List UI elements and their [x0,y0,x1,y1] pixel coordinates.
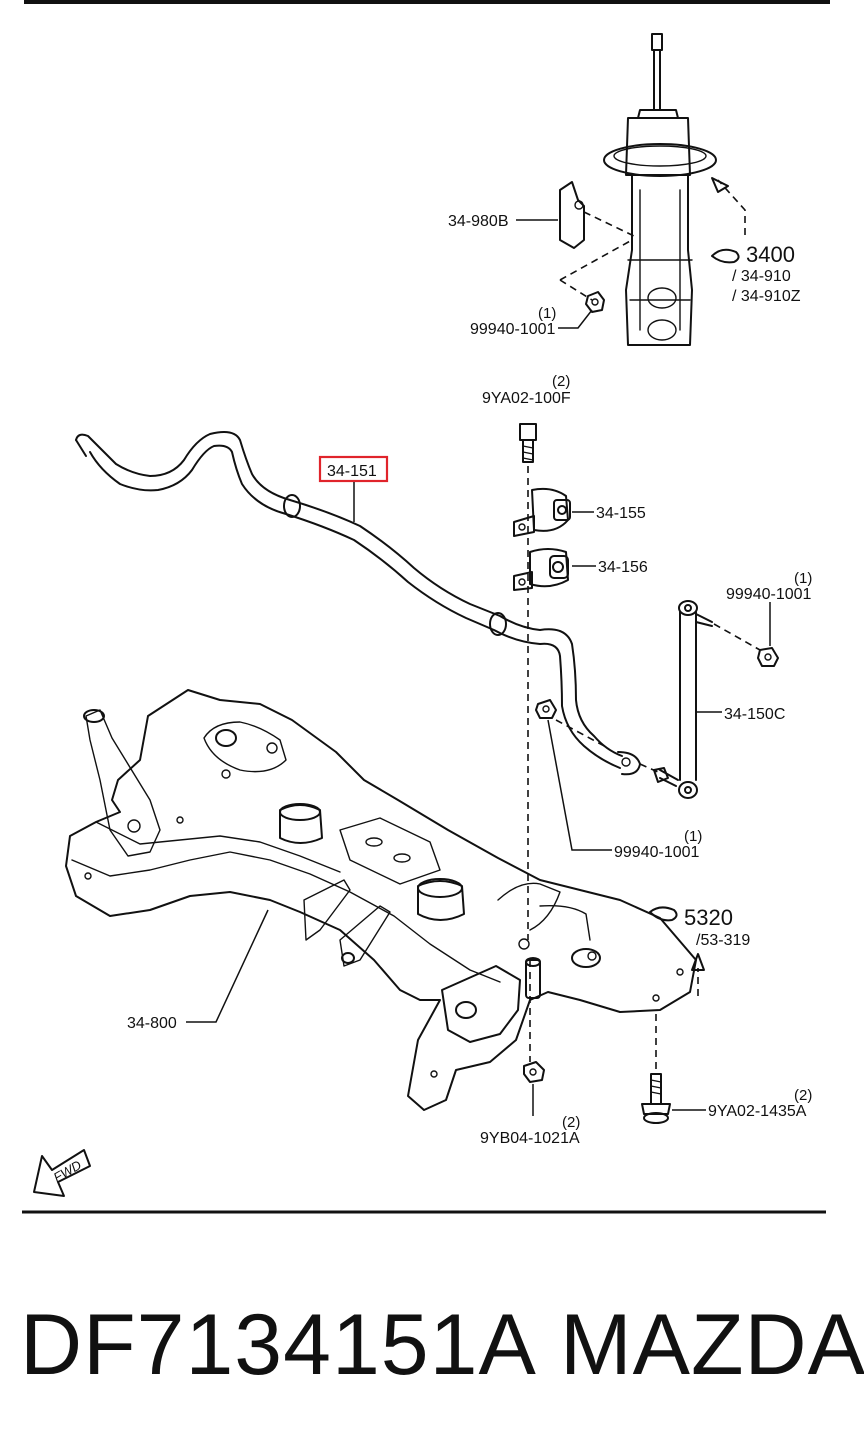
label-steering-group: 5320 [684,905,733,930]
label-lower-nut-qty: (2) [562,1114,580,1131]
lower-nut-icon [523,1061,545,1083]
strut-bracket [559,181,635,301]
bushing-icon [513,548,569,591]
label-strut-alt2: / 34-910Z [732,288,801,305]
strut-nut-icon [585,291,605,313]
label-link-nut-qty: (1) [794,570,812,587]
strut-assembly [603,33,746,346]
group-ref-icon [711,248,740,264]
label-lower-nut: 9YB04-1021A [480,1130,580,1147]
label-bushing-bracket: 34-155 [596,505,646,522]
label-lower-bolt-qty: (2) [794,1087,812,1104]
label-link-nut: 99940-1001 [726,586,812,603]
label-lower-bolt: 9YA02-1435A [708,1103,807,1120]
label-strut-group: 3400 [746,242,795,267]
label-link: 34-150C [724,706,785,723]
label-strut-nut: 99940-1001 [470,321,556,338]
label-steering-alt: /53-319 [696,932,750,949]
brand-name: MAZDA [560,1297,864,1393]
bar-nut-icon [535,699,557,719]
fwd-arrow-icon: FWD [33,1149,91,1197]
parts-diagram: 34-980B (1) 99940-1001 3400 / 34-910 / 3… [22,0,830,1214]
label-strut-bracket: 34-980B [448,213,509,230]
label-crossmember: 34-800 [127,1015,177,1032]
footer: DF7134151A MAZDA [0,1290,864,1410]
label-stabilizer-bar: 34-151 [327,463,377,480]
lower-bolt-icon [641,1073,671,1124]
stabilizer-bar-highlight [318,455,389,483]
label-bar-nut-qty: (1) [684,828,702,845]
label-strut-alt1: / 34-910 [732,268,791,285]
stabilizer-link [653,600,713,799]
link-nut-icon [757,647,779,667]
label-bolt-top-qty: (2) [552,373,570,390]
part-number: DF7134151A [20,1297,537,1393]
label-bushing: 34-156 [598,559,648,576]
fwd-label: FWD [51,1157,84,1185]
label-strut-nut-qty: (1) [538,305,556,322]
label-bolt-top: 9YA02-100F [482,390,571,407]
label-bar-nut: 99940-1001 [614,844,700,861]
bushing-bracket-icon [513,487,571,537]
stabilizer-bar [75,431,641,776]
group-ref-icon-2 [649,906,678,922]
top-bolt-icon [519,423,537,463]
crossmember [65,689,697,1111]
